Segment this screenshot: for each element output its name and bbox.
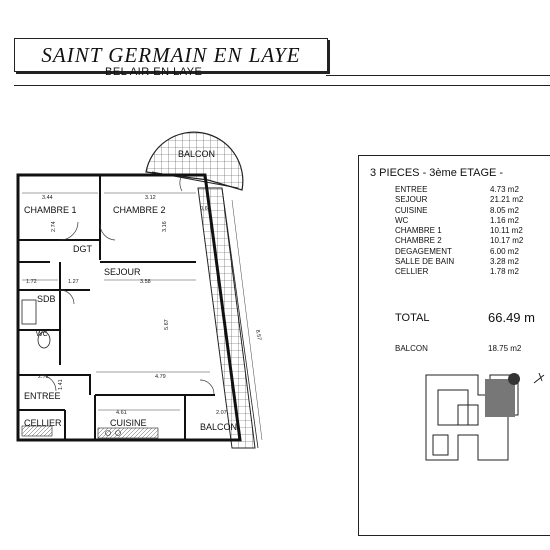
room-row: ENTREE 4.73 m2 <box>395 185 545 195</box>
summary-heading: 3 PIECES - 3ème ETAGE - <box>370 167 504 179</box>
dim-13: 2.07 <box>216 410 227 416</box>
label-cellier: CELLIER <box>24 418 62 428</box>
top-rule <box>326 75 550 76</box>
dim-11: 2.72 <box>38 374 49 380</box>
page-title: SAINT GERMAIN EN LAYE <box>41 43 301 67</box>
dim-14: 8.57 <box>254 329 262 341</box>
kitchen-counter <box>97 427 159 439</box>
room-row: DEGAGEMENT 6.00 m2 <box>395 247 545 257</box>
room-area: 10.17 m2 <box>490 236 524 246</box>
dim-10: 4.79 <box>155 374 166 380</box>
room-name: CHAMBRE 2 <box>395 236 442 246</box>
dim-12: 4.61 <box>116 410 127 416</box>
dim-2: 3.12 <box>145 195 156 201</box>
room-name: CELLIER <box>395 267 429 277</box>
room-area: 4.73 m2 <box>490 185 519 194</box>
room-name: WC <box>395 215 409 225</box>
balcon-value: 18.75 m2 <box>488 344 522 353</box>
room-name: DEGAGEMENT <box>395 246 452 256</box>
label-entree: ENTREE <box>24 391 61 401</box>
toilet-icon <box>37 331 51 349</box>
cellier-shelf <box>21 425 53 437</box>
bottom-rule <box>358 535 550 536</box>
title-box: SAINT GERMAIN EN LAYE <box>14 38 328 72</box>
room-area: 10.11 m2 <box>490 226 523 236</box>
room-area: 21.21 m2 <box>490 195 524 205</box>
dim-7: 1.27 <box>68 279 79 285</box>
label-sejour: SEJOUR <box>104 267 141 277</box>
label-dgt: DGT <box>73 244 93 254</box>
dim-3: 2.74 <box>51 221 57 232</box>
total-value: 66.49 m <box>488 310 535 325</box>
highlighted-unit <box>485 379 515 417</box>
round-balcony <box>145 131 244 191</box>
room-row: CHAMBRE 1 10.11 m2 <box>395 226 545 236</box>
room-name: CHAMBRE 1 <box>395 226 442 236</box>
dim-5: 3.16 <box>162 221 168 232</box>
dim-9: 5.67 <box>164 319 170 330</box>
room-area: 1.78 m2 <box>490 267 519 277</box>
room-row: CELLIER 1.78 m2 <box>395 267 545 277</box>
room-list: ENTREE 4.73 m2 SEJOUR 21.21 m2 CUISINE 8.05 m… <box>395 185 545 278</box>
room-area: 8.05 m2 <box>490 205 519 215</box>
label-chambre2: CHAMBRE 2 <box>113 205 166 215</box>
room-row: CHAMBRE 2 10.17 m2 <box>395 236 545 246</box>
summary-rule <box>358 155 550 156</box>
room-name: SALLE DE BAIN <box>395 257 455 267</box>
room-name: CUISINE <box>395 205 428 215</box>
dim-15: 1.41 <box>58 379 64 390</box>
room-row: SEJOUR 21.21 m2 <box>395 195 545 205</box>
dim-1: 3.44 <box>42 195 53 201</box>
label-sdb: SDB <box>37 294 56 304</box>
bathtub-icon <box>21 299 37 325</box>
balcony-marker <box>508 373 520 385</box>
balcon-label: BALCON <box>395 344 428 353</box>
dim-6: 1.72 <box>26 279 37 285</box>
label-balcon-top: BALCON <box>178 149 215 159</box>
room-area: 6.00 m2 <box>490 246 519 256</box>
divider-rule <box>358 155 359 535</box>
dim-8: 3.58 <box>140 279 151 285</box>
location-key-plan <box>425 372 545 461</box>
room-row: SALLE DE BAIN 3.28 m2 <box>395 257 545 267</box>
room-name: SEJOUR <box>395 195 428 205</box>
label-wc: WC <box>36 331 48 338</box>
label-balcon-bottom: BALCON <box>200 422 237 432</box>
room-name: ENTREE <box>395 185 428 194</box>
north-arrow-icon <box>533 372 545 384</box>
dim-4: 0.66 <box>200 206 211 212</box>
room-area: 1.16 m2 <box>490 215 519 225</box>
room-row: CUISINE 8.05 m2 <box>395 206 545 216</box>
header-rule <box>14 85 550 86</box>
page-subtitle: BEL AIR EN LAYE <box>105 66 203 78</box>
room-row: WC 1.16 m2 <box>395 216 545 226</box>
side-balcony <box>197 187 256 449</box>
label-chambre1: CHAMBRE 1 <box>24 205 77 215</box>
room-area: 3.28 m2 <box>490 257 519 267</box>
total-label: TOTAL <box>395 312 430 324</box>
label-cuisine: CUISINE <box>110 418 147 428</box>
